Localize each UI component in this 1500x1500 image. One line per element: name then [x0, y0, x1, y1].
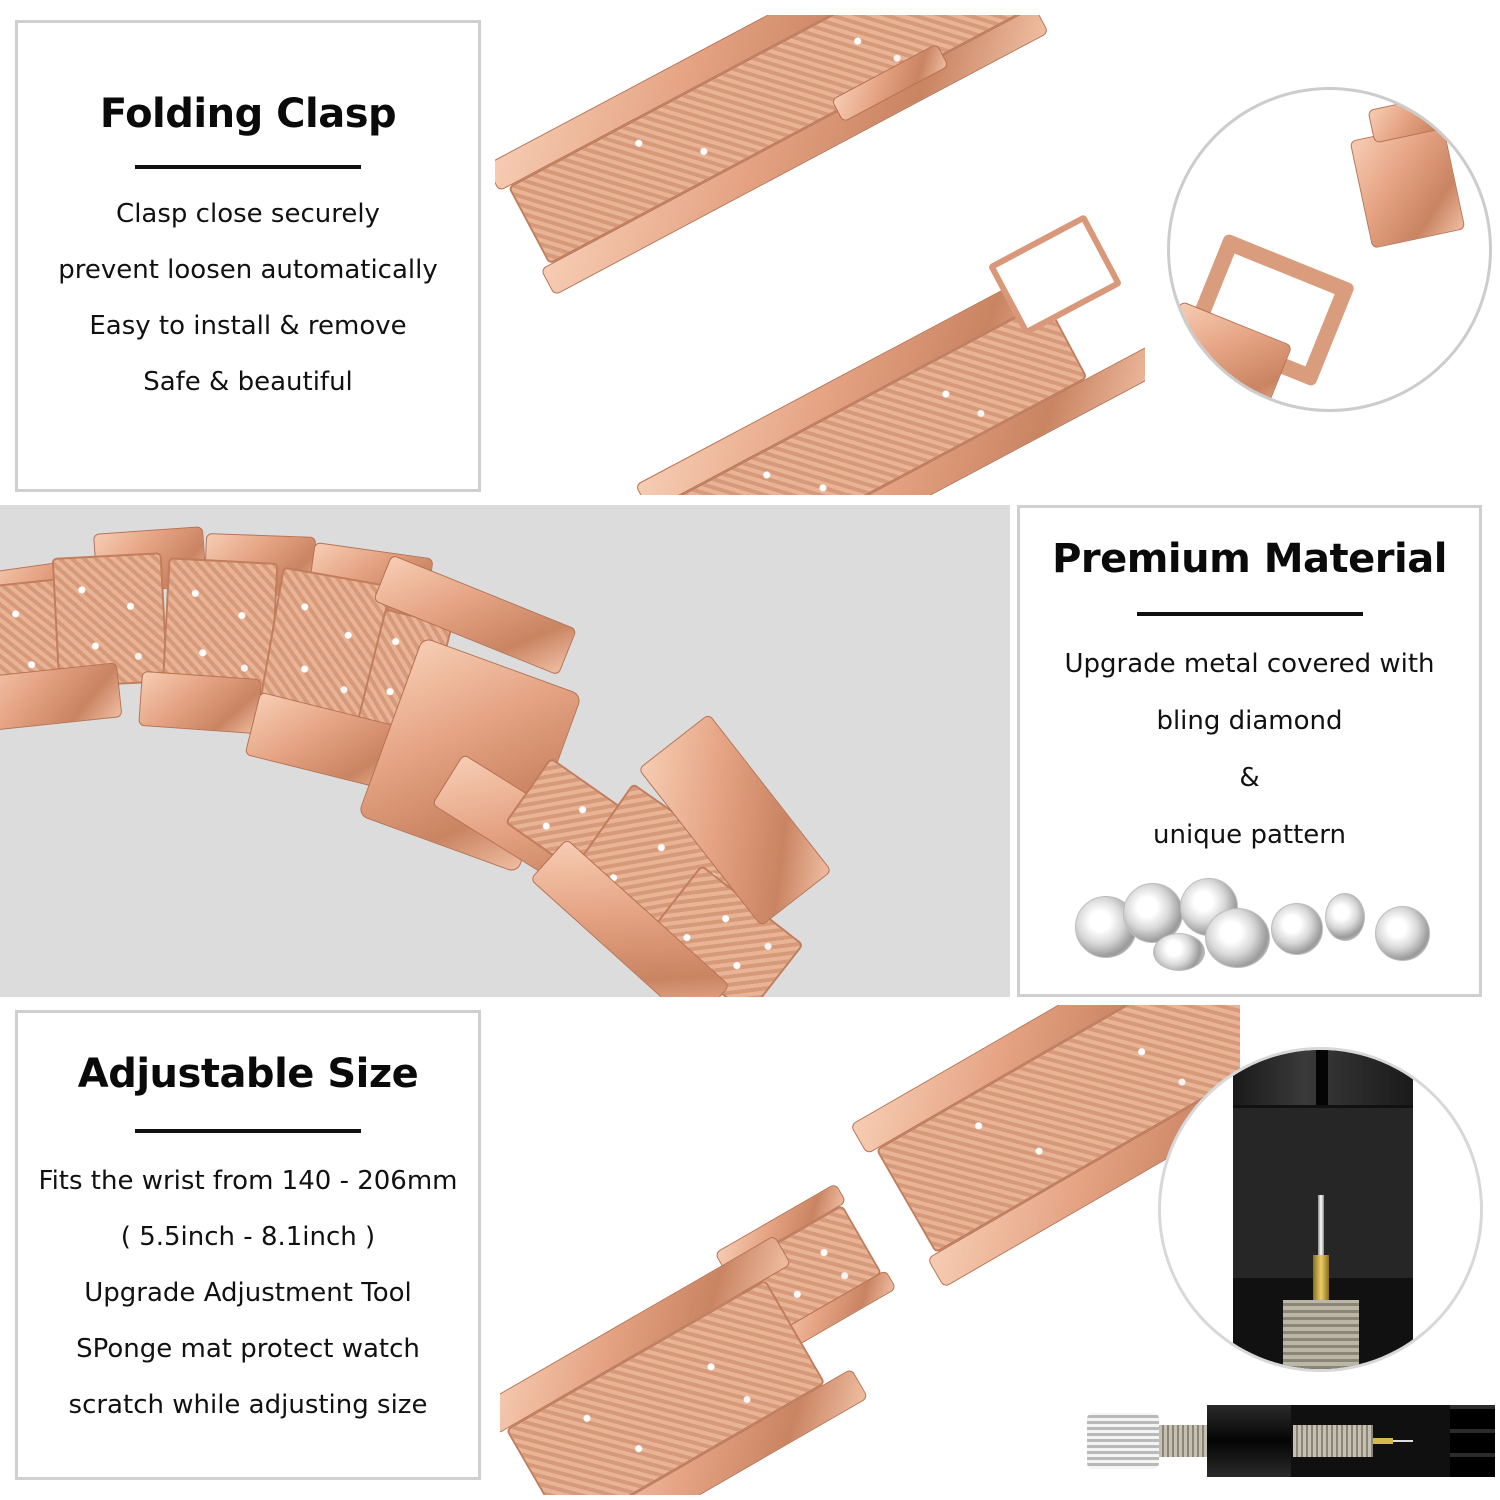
feature-line: Upgrade metal covered with: [1064, 649, 1435, 679]
feature-line: prevent loosen automatically: [58, 255, 438, 285]
adjustable-size-panel: Adjustable Size Fits the wrist from 140 …: [15, 1010, 481, 1480]
folding-clasp-title: Folding Clasp: [99, 91, 397, 137]
feature-line: SPonge mat protect watch: [76, 1334, 420, 1364]
premium-material-panel: Premium Material Upgrade metal covered w…: [1017, 505, 1482, 997]
feature-line: bling diamond: [1156, 706, 1343, 736]
title-underline: [1136, 612, 1363, 616]
feature-line: &: [1239, 763, 1260, 793]
feature-line: Upgrade Adjustment Tool: [84, 1278, 412, 1308]
adjustment-tool-closeup-image: [1158, 1047, 1483, 1372]
feature-line: Easy to install & remove: [89, 311, 407, 341]
folding-clasp-panel: Folding Clasp Clasp close securely preve…: [15, 20, 481, 492]
link-removal-tool-image: [1085, 1405, 1495, 1477]
feature-line: ( 5.5inch - 8.1inch ): [120, 1222, 376, 1252]
feature-line: Safe & beautiful: [143, 367, 353, 397]
feature-line: Clasp close securely: [116, 199, 380, 229]
premium-material-title: Premium Material: [1052, 536, 1447, 582]
loose-diamonds-image: [1075, 878, 1445, 978]
rose-gold-band-halves-image: [495, 15, 1145, 495]
curved-rose-gold-band-image: [0, 505, 1010, 997]
feature-line: Fits the wrist from 140 - 206mm: [38, 1166, 458, 1196]
title-underline: [135, 1129, 361, 1133]
feature-line: scratch while adjusting size: [68, 1390, 428, 1420]
adjustable-size-title: Adjustable Size: [77, 1051, 419, 1097]
folding-clasp-closeup-image: [1167, 87, 1492, 412]
title-underline: [135, 165, 361, 169]
feature-line: unique pattern: [1153, 820, 1346, 850]
